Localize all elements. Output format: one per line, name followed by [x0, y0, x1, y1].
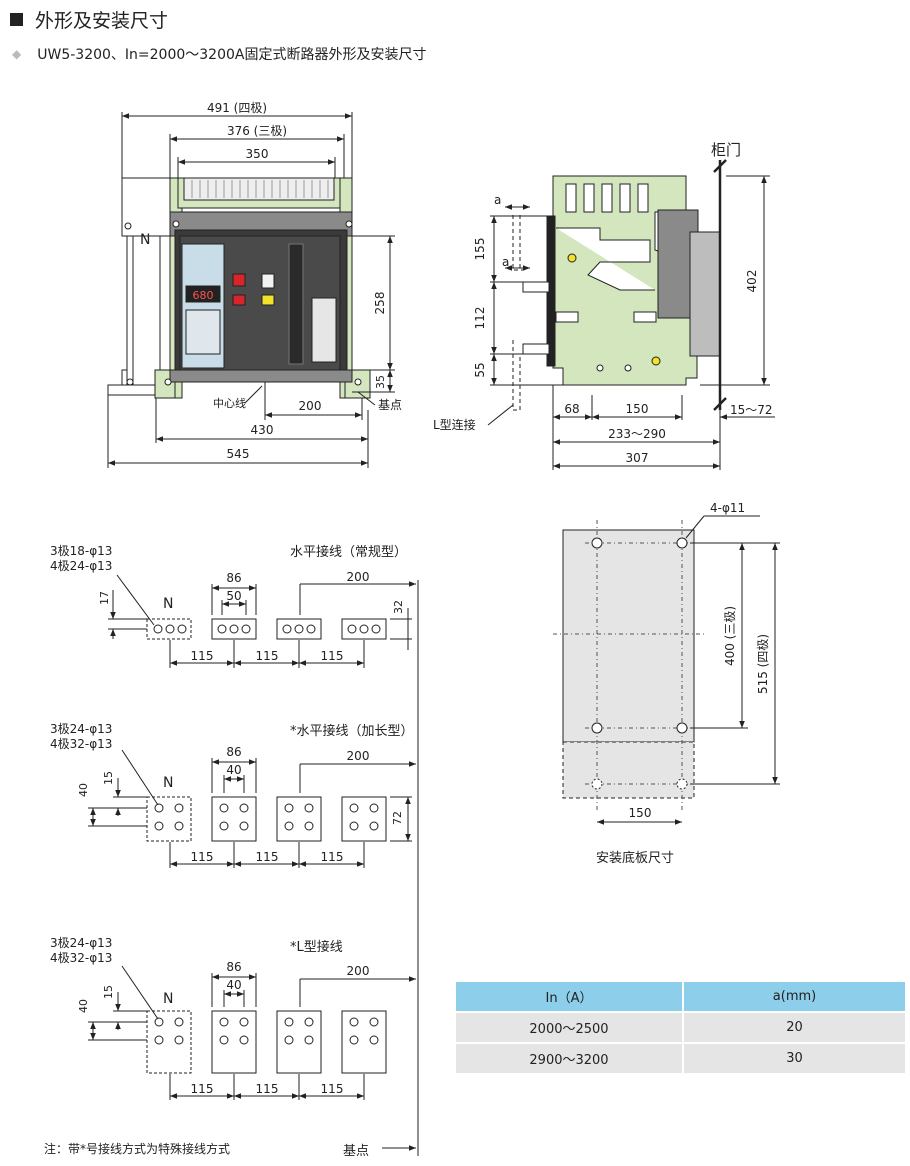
t3-dim-86: 86 — [226, 960, 241, 974]
base-point-label: 基点 — [378, 398, 402, 412]
dim-35: 35 — [374, 375, 387, 389]
dim-515-four-pole: 515 (四极) — [756, 634, 770, 694]
t3-dim-115b: 115 — [256, 1082, 279, 1096]
dim-545: 545 — [227, 447, 250, 461]
terminal-diagram-1-labels: 3极18-φ13 4极24-φ13 水平接线（常规型） 86 50 200 17… — [50, 544, 407, 663]
mount-plate-caption: 安装底板尺寸 — [596, 850, 674, 866]
center-line-label: 中心线 — [213, 396, 246, 410]
current-spec-table: In（A） a(mm) 2000～2500 20 2900～3200 30 — [456, 982, 905, 1073]
t3-dim-115a: 115 — [191, 1082, 214, 1096]
t2-dim-86: 86 — [226, 745, 241, 759]
t3-dim-15: 15 — [102, 985, 115, 999]
dim-376: 376 (三极) — [227, 124, 287, 138]
terminal-diagram-2-labels: 3极24-φ13 4极32-φ13 *水平接线（加长型） 86 40 200 1… — [50, 722, 414, 864]
t2-spec-3p: 3极24-φ13 — [50, 722, 112, 736]
l-connection-label: L型连接 — [433, 417, 476, 432]
t2-dim-200: 200 — [347, 749, 370, 763]
cell-in: 2000～2500 — [456, 1011, 684, 1042]
mounting-plate — [553, 515, 780, 825]
t3-dim-115c: 115 — [321, 1082, 344, 1096]
t2-dim-115a: 115 — [191, 850, 214, 864]
t1-n-label: N — [163, 596, 173, 612]
t3-title: *L型接线 — [290, 939, 343, 955]
t2-title: *水平接线（加长型） — [290, 723, 414, 739]
dim-a-mid: a — [502, 255, 509, 269]
dim-68: 68 — [564, 402, 579, 416]
side-view-labels: 柜门 a 155 a 112 55 402 68 150 15～72 233～2… — [433, 141, 773, 465]
dim-112: 112 — [473, 307, 487, 330]
dim-155: 155 — [473, 238, 487, 261]
display-value: 680 — [193, 289, 214, 302]
n-pole-label: N — [140, 232, 150, 248]
section-heading: 外形及安装尺寸 — [10, 6, 168, 33]
t1-dim-86: 86 — [226, 571, 241, 585]
dim-258: 258 — [373, 292, 387, 315]
t3-dim-40: 40 — [226, 978, 241, 992]
dim-350: 350 — [246, 147, 269, 161]
mounting-plate-labels: 4-φ11 400 (三极) 515 (四极) 150 安装底板尺寸 — [596, 501, 770, 866]
header-a: a(mm) — [684, 982, 905, 1011]
table-row: 2000～2500 20 — [456, 1011, 905, 1042]
cell-a: 30 — [684, 1042, 905, 1073]
section-subtitle: UW5-3200、In=2000～3200A固定式断路器外形及安装尺寸 — [37, 47, 427, 63]
t2-dim-40: 40 — [226, 763, 241, 777]
section-subheading: ◆ UW5-3200、In=2000～3200A固定式断路器外形及安装尺寸 — [12, 44, 426, 64]
dim-55: 55 — [473, 362, 487, 377]
side-view — [487, 159, 775, 470]
t2-spec-4p: 4极32-φ13 — [50, 737, 112, 751]
dim-a-top: a — [494, 193, 501, 207]
t1-spec-3p: 3极18-φ13 — [50, 544, 112, 558]
t2-dim-115c: 115 — [321, 850, 344, 864]
cell-a: 20 — [684, 1011, 905, 1042]
dim-400-three-pole: 400 (三极) — [723, 606, 737, 666]
dim-307: 307 — [626, 451, 649, 465]
t1-spec-4p: 4极24-φ13 — [50, 559, 112, 573]
dim-233-290: 233～290 — [608, 427, 666, 441]
t2-n-label: N — [163, 775, 173, 791]
dim-402: 402 — [745, 270, 759, 293]
t2-dim-40v: 40 — [77, 783, 90, 797]
t3-dim-200: 200 — [347, 964, 370, 978]
dim-150-side: 150 — [626, 402, 649, 416]
t1-dim-115c: 115 — [321, 649, 344, 663]
terminal-diagram-3 — [88, 580, 419, 1156]
t1-dim-115b: 115 — [256, 649, 279, 663]
t2-dim-115b: 115 — [256, 850, 279, 864]
t1-dim-32: 32 — [392, 600, 405, 614]
t1-dim-115a: 115 — [191, 649, 214, 663]
cell-in: 2900～3200 — [456, 1042, 684, 1073]
front-view-labels: 491 (四极) 376 (三极) 350 N 680 258 35 中心线 2… — [140, 101, 402, 461]
dim-15-72: 15～72 — [730, 403, 773, 417]
t3-spec-4p: 4极32-φ13 — [50, 951, 112, 965]
terminal-diagram-1 — [108, 574, 416, 668]
t1-title: 水平接线（常规型） — [290, 544, 407, 560]
dim-200: 200 — [299, 399, 322, 413]
section-title: 外形及安装尺寸 — [35, 10, 169, 32]
t2-dim-15: 15 — [102, 771, 115, 785]
t3-spec-3p: 3极24-φ13 — [50, 936, 112, 950]
t1-dim-200: 200 — [347, 570, 370, 584]
dim-150-plate: 150 — [629, 806, 652, 820]
dim-430: 430 — [251, 423, 274, 437]
header-in: In（A） — [456, 982, 684, 1011]
table-row: 2900～3200 30 — [456, 1042, 905, 1073]
base-point-footer: 基点 — [343, 1144, 370, 1159]
table-header-row: In（A） a(mm) — [456, 982, 905, 1011]
cabinet-door-label: 柜门 — [711, 141, 741, 159]
t1-dim-50: 50 — [226, 589, 241, 603]
t3-n-label: N — [163, 991, 173, 1007]
hole-spec-label: 4-φ11 — [710, 501, 745, 515]
t3-dim-40v: 40 — [77, 999, 90, 1013]
diamond-bullet-icon: ◆ — [12, 47, 22, 61]
t2-dim-72: 72 — [391, 811, 404, 825]
t1-dim-17: 17 — [98, 591, 111, 605]
square-bullet-icon — [10, 13, 23, 26]
terminal-diagram-3-labels: 3极24-φ13 4极32-φ13 *L型接线 86 40 200 15 40 … — [50, 936, 369, 1096]
dim-491: 491 (四极) — [207, 101, 267, 115]
front-view — [107, 112, 395, 468]
footnote: 注：带*号接线方式为特殊接线方式 — [44, 1142, 231, 1156]
terminal-diagram-2 — [88, 749, 416, 868]
